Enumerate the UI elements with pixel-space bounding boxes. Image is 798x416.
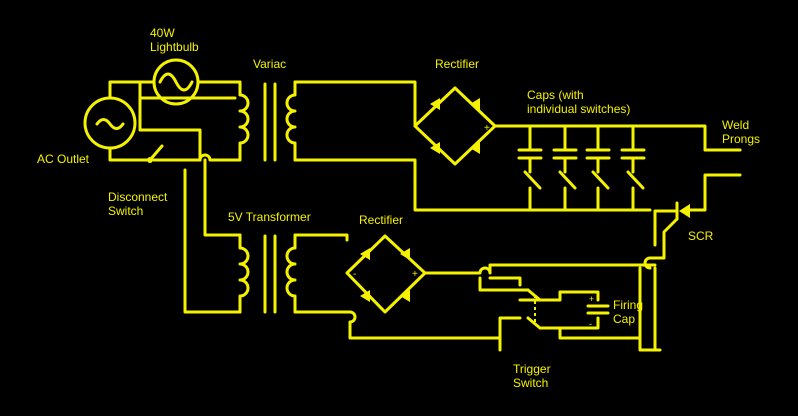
disconnect-switch-label: Disconnect Switch	[108, 190, 167, 218]
scr-symbol	[643, 201, 690, 270]
firing-circuit: + -	[478, 266, 662, 352]
weld-prongs-symbol	[688, 148, 742, 212]
caps-label-line-2: individual switches)	[527, 102, 631, 116]
primary-wiring	[108, 80, 242, 314]
variac-label: Variac	[253, 57, 287, 71]
lightbulb-label-line-2: Lightbulb	[150, 40, 199, 54]
caps-label-line-1: Caps (with	[527, 88, 584, 102]
lightbulb-label-line-1: 40W	[150, 26, 175, 40]
plus-sign: +	[412, 269, 418, 280]
trigger-switch-label-line-2: Switch	[513, 376, 549, 390]
ac-outlet-label: AC Outlet	[37, 152, 90, 166]
firing-cap-label: Firing Cap	[613, 298, 643, 326]
transformer-5v-label: 5V Transformer	[228, 210, 311, 224]
trigger-switch-label-line-1: Trigger	[513, 362, 551, 376]
firing-cap-label-line-1: Firing	[613, 298, 644, 312]
weld-prongs-label: Weld Prongs	[722, 118, 760, 146]
top-rectifier-label: Rectifier	[435, 57, 480, 71]
weld-prongs-label-line-2: Prongs	[722, 132, 761, 146]
minus-sign: -	[589, 319, 592, 329]
capacitor-4	[620, 124, 646, 212]
plus-sign: +	[589, 294, 594, 304]
capacitor-1	[517, 124, 543, 212]
disconnect-switch-label-line-1: Disconnect	[108, 190, 168, 204]
firing-cap-label-line-2: Cap	[613, 312, 636, 326]
transformer-5v-symbol	[238, 233, 352, 314]
variac-symbol	[238, 80, 417, 202]
bottom-rectifier-label: Rectifier	[359, 213, 404, 227]
capacitor-3	[585, 124, 611, 212]
scr-label: SCR	[688, 229, 714, 243]
disconnect-switch-symbol	[147, 144, 164, 163]
bottom-rectifier-symbol: - +	[345, 234, 657, 340]
plus-sign: +	[484, 123, 490, 134]
top-rectifier-symbol: +	[413, 86, 652, 212]
caps-label: Caps (with individual switches)	[527, 88, 630, 116]
capacitor-bank	[493, 124, 742, 212]
weld-prongs-label-line-1: Weld	[722, 118, 750, 132]
minus-sign: -	[353, 269, 356, 280]
lightbulb-label: 40W Lightbulb	[150, 26, 199, 54]
trigger-switch-label: Trigger Switch	[513, 362, 551, 390]
disconnect-switch-label-line-2: Switch	[108, 204, 144, 218]
capacitor-2	[552, 124, 578, 212]
ac-outlet-symbol	[83, 96, 137, 150]
